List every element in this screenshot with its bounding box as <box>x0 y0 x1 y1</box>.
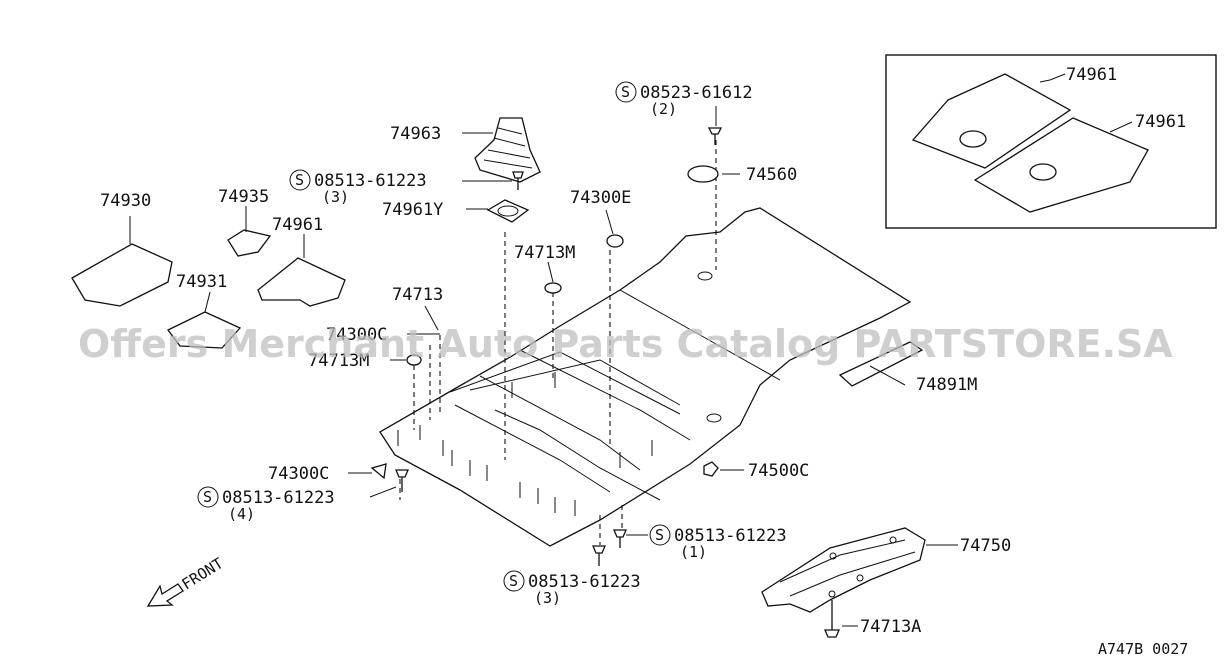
svg-text:S: S <box>509 572 518 590</box>
label-74300C-lower: 74300C <box>268 464 329 484</box>
label-74930: 74930 <box>100 191 151 211</box>
svg-text:08513-61223: 08513-61223 <box>222 488 335 508</box>
inset-panel: 74961 74961 <box>885 54 1217 229</box>
svg-text:08513-61223: 08513-61223 <box>528 572 641 592</box>
grommet-74560 <box>687 165 719 183</box>
inset-mat-right <box>973 117 1149 213</box>
screw-callout-bottom: S 08513-61223 (3) <box>503 570 641 607</box>
figure-code: A747B 0027 <box>1098 640 1188 658</box>
piece-74931 <box>167 311 242 349</box>
watermark: Offers Merchant Auto Parts Catalog PARTS… <box>78 322 1173 366</box>
label-74931: 74931 <box>176 272 227 292</box>
screw-callout-upper-left: S 08513-61223 (3) <box>289 169 427 206</box>
svg-text:(3): (3) <box>322 188 349 206</box>
svg-text:S: S <box>655 526 664 544</box>
screw-callout-left: S 08513-61223 (4) <box>197 486 335 523</box>
bolt-pattern <box>397 372 653 516</box>
mat-74930 <box>71 243 173 307</box>
svg-text:S: S <box>203 488 212 506</box>
assembly-lines <box>399 140 717 545</box>
label-74713A: 74713A <box>860 617 921 637</box>
svg-text:(4): (4) <box>228 505 255 523</box>
top-screw <box>707 127 723 145</box>
leader-lines <box>129 106 958 627</box>
label-74300C-upper: 74300C <box>326 325 387 345</box>
label-74560: 74560 <box>746 165 797 185</box>
label-74961-left: 74961 <box>272 215 323 235</box>
front-arrow: FRONT <box>146 554 227 607</box>
bottom-screw-a <box>592 545 606 566</box>
label-74935: 74935 <box>218 187 269 207</box>
label-74300E: 74300E <box>570 188 631 208</box>
inset-label-74961-b: 74961 <box>1135 112 1186 132</box>
label-74713M-left: 74713M <box>308 351 369 371</box>
plug-74713M-center <box>544 282 562 294</box>
front-label: FRONT <box>179 554 227 593</box>
clip-74300C <box>370 463 387 480</box>
label-74750: 74750 <box>960 536 1011 556</box>
side-strip <box>838 341 924 387</box>
boot-ring <box>486 199 530 223</box>
svg-text:(3): (3) <box>534 589 561 607</box>
svg-text:(1): (1) <box>680 543 707 561</box>
label-74500C: 74500C <box>748 461 809 481</box>
label-74713M-center: 74713M <box>514 243 575 263</box>
label-74963: 74963 <box>390 124 441 144</box>
bottom-screw-b <box>613 529 627 548</box>
label-74891M: 74891M <box>916 375 977 395</box>
nut-74500C <box>703 461 719 477</box>
screw-callout-top: S 08523-61612 (2) <box>615 81 753 118</box>
shift-boot <box>474 117 541 183</box>
svg-text:08513-61223: 08513-61223 <box>674 526 787 546</box>
floor-pan <box>379 207 924 547</box>
label-74713: 74713 <box>392 285 443 305</box>
inset-mat-left <box>911 73 1072 169</box>
mat-74961-left <box>257 257 346 307</box>
piece-74935 <box>227 229 272 257</box>
left-screw <box>395 469 409 492</box>
boot-screw <box>512 171 524 190</box>
bracket-74750 <box>761 527 926 613</box>
screw-callout-right: S 08513-61223 (1) <box>649 524 787 561</box>
svg-text:(2): (2) <box>650 100 677 118</box>
plug-74300E <box>606 234 624 248</box>
svg-text:08513-61223: 08513-61223 <box>314 171 427 191</box>
inset-label-74961-a: 74961 <box>1066 65 1117 85</box>
bolt-74713A <box>824 600 840 638</box>
svg-text:S: S <box>621 83 630 101</box>
svg-text:S: S <box>295 171 304 189</box>
svg-text:08523-61612: 08523-61612 <box>640 83 753 103</box>
label-74961Y: 74961Y <box>382 200 443 220</box>
plug-74713M-left <box>406 354 422 366</box>
